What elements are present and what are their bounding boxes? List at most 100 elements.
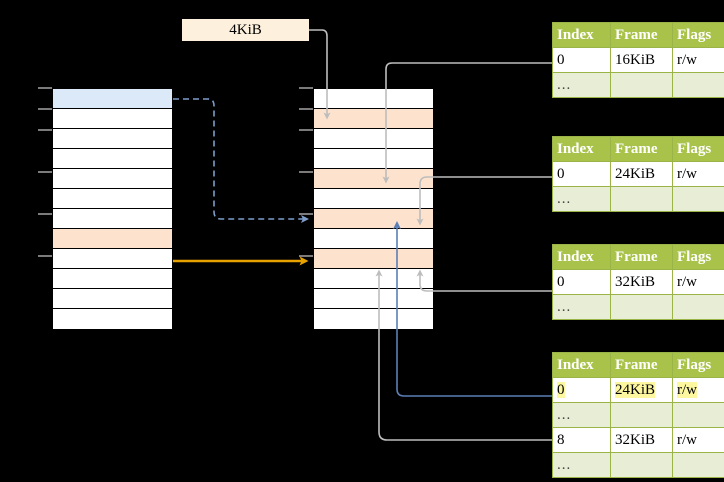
- column-header-flags: Flags: [672, 352, 724, 378]
- cell-text: r/w: [677, 165, 697, 182]
- table-cell-frame: [610, 72, 673, 98]
- wire-table3-to-frame: [416, 269, 552, 292]
- table-cell-flags: r/w: [672, 161, 724, 187]
- table-row: 0 24KiB r/w: [552, 161, 724, 187]
- virtual-address-space-cell: [53, 149, 172, 169]
- page-size-text: 4KiB: [229, 21, 262, 38]
- virtual-address-space-cell: [53, 89, 172, 109]
- table-row: 0 16KiB r/w: [552, 47, 724, 73]
- table-cell-frame: 16KiB: [610, 47, 673, 73]
- table-cell-index: ...: [552, 294, 611, 320]
- physical-memory-cell: [314, 129, 433, 149]
- physical-memory-cell: [314, 229, 433, 249]
- virtual-address-space-cell: [53, 289, 172, 309]
- table-cell-flags: [672, 72, 724, 98]
- table-row: 0 24KiB r/w: [552, 377, 724, 403]
- table-row: 8 32KiB r/w: [552, 427, 724, 453]
- physical-memory-cell: [314, 309, 433, 329]
- cell-text: ...: [557, 190, 572, 207]
- virtual-address-space-cell: [53, 269, 172, 289]
- table-cell-flags: [672, 452, 724, 478]
- column-header-index: Index: [552, 22, 611, 48]
- table-cell-frame: [610, 402, 673, 428]
- table-cell-index: ...: [552, 452, 611, 478]
- virtual-address-space-cell: [53, 309, 172, 329]
- column-header-index: Index: [552, 352, 611, 378]
- physical-memory-cell: [314, 169, 433, 189]
- table-cell-frame: [610, 186, 673, 212]
- physical-memory-cell: [314, 109, 433, 129]
- table-row: ...: [552, 72, 724, 98]
- virtual-address-space-cell: [53, 129, 172, 149]
- cell-text: ...: [557, 456, 572, 473]
- virtual-address-space-cell: [53, 169, 172, 189]
- table-cell-flags: r/w: [672, 427, 724, 453]
- cell-text: r/w: [677, 431, 697, 448]
- table-row: ...: [552, 294, 724, 320]
- physical-memory-cell: [314, 289, 433, 309]
- cell-text: 0: [557, 273, 565, 290]
- physical-memory-column: [313, 88, 434, 330]
- table-cell-flags: r/w: [672, 47, 724, 73]
- physical-memory-cell: [314, 249, 433, 269]
- table-cell-frame: [610, 294, 673, 320]
- physical-memory-cell: [314, 269, 433, 289]
- cell-text: 32KiB: [615, 431, 656, 448]
- physical-memory-cell: [314, 149, 433, 169]
- column-header-frame: Frame: [610, 244, 673, 270]
- virtual-address-space-cell: [53, 109, 172, 129]
- table-cell-frame: 24KiB: [610, 377, 673, 403]
- physical-memory-cell: [314, 189, 433, 209]
- cell-text: 32KiB: [615, 273, 656, 290]
- table-row: ...: [552, 452, 724, 478]
- virtual-address-space-cell: [53, 249, 172, 269]
- physical-memory-cell: [314, 209, 433, 229]
- left-column-ticks: [38, 87, 52, 257]
- column-header-index: Index: [552, 244, 611, 270]
- table-cell-index: 0: [552, 161, 611, 187]
- table-cell-index: 0: [552, 269, 611, 295]
- cell-text: ...: [557, 298, 572, 315]
- cell-text: 24KiB: [615, 381, 656, 398]
- table-cell-frame: 32KiB: [610, 269, 673, 295]
- virtual-address-space-cell: [53, 189, 172, 209]
- table-cell-index: 0: [552, 377, 611, 403]
- table-row: ...: [552, 186, 724, 212]
- column-header-frame: Frame: [610, 352, 673, 378]
- cell-text: ...: [557, 406, 572, 423]
- virtual-address-space-column: [52, 88, 173, 330]
- cell-text: 8: [557, 431, 565, 448]
- wire-table2-to-frame: [416, 176, 552, 226]
- table-cell-flags: r/w: [672, 377, 724, 403]
- cell-text: ...: [557, 76, 572, 93]
- cell-text: 16KiB: [615, 51, 656, 68]
- cell-text: 0: [557, 51, 565, 68]
- column-header-frame: Frame: [610, 136, 673, 162]
- table-cell-index: ...: [552, 186, 611, 212]
- cell-text: 24KiB: [615, 165, 656, 182]
- column-header-flags: Flags: [672, 136, 724, 162]
- cell-text: r/w: [677, 51, 697, 68]
- column-header-flags: Flags: [672, 244, 724, 270]
- table-cell-flags: [672, 402, 724, 428]
- column-header-index: Index: [552, 136, 611, 162]
- virtual-address-space-cell: [53, 209, 172, 229]
- table-cell-index: ...: [552, 72, 611, 98]
- cell-text: 0: [557, 381, 565, 398]
- table-cell-frame: 24KiB: [610, 161, 673, 187]
- cell-text: r/w: [677, 381, 697, 398]
- column-header-frame: Frame: [610, 22, 673, 48]
- table-cell-flags: [672, 294, 724, 320]
- physical-memory-cell: [314, 89, 433, 109]
- virtual-address-space-cell: [53, 229, 172, 249]
- cell-text: 0: [557, 165, 565, 182]
